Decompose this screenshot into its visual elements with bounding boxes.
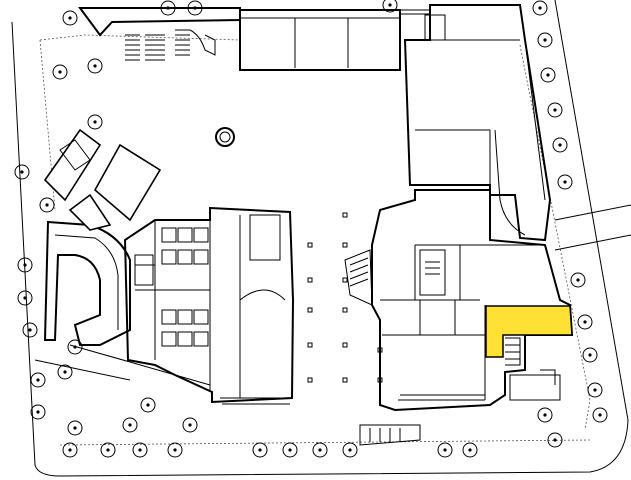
tree-icon — [140, 397, 156, 413]
west-building — [43, 128, 162, 346]
column — [342, 307, 348, 313]
tree-icon — [592, 407, 608, 423]
tree-icon — [537, 407, 553, 423]
tree-icon — [132, 442, 148, 458]
tree-icon — [557, 174, 573, 190]
column — [342, 342, 348, 348]
tree-icon — [167, 442, 183, 458]
tree-icon — [30, 372, 46, 388]
tree-icon — [252, 442, 268, 458]
road-line — [34, 204, 631, 386]
tree-icon — [17, 290, 33, 306]
column — [307, 277, 313, 283]
column — [307, 242, 313, 248]
north-building — [78, 7, 430, 71]
tree-icon — [537, 32, 553, 48]
column — [377, 347, 383, 353]
tree-icon — [547, 102, 563, 118]
tree-icon — [52, 64, 68, 80]
tree-icon — [182, 417, 198, 433]
tree-icon — [342, 442, 358, 458]
tree-icon — [312, 442, 328, 458]
tree-icon — [552, 137, 568, 153]
tree-icon — [577, 314, 593, 330]
tree-icon — [100, 442, 116, 458]
column — [307, 307, 313, 313]
tree-icon — [547, 432, 563, 448]
column — [307, 342, 313, 348]
tree-icon — [67, 339, 83, 355]
column — [342, 212, 348, 218]
tree-icon — [87, 58, 103, 74]
east-building — [403, 4, 552, 242]
stair — [505, 337, 521, 366]
tree-icon — [62, 10, 78, 26]
tree-icon — [87, 114, 103, 130]
highlighted-unit[interactable] — [485, 305, 573, 358]
southeast-building — [344, 189, 574, 446]
tree-icon — [570, 272, 586, 288]
tree-icon — [462, 442, 478, 458]
tree-icon — [67, 420, 83, 436]
tree-icon — [540, 67, 556, 83]
tree-icon — [62, 442, 78, 458]
column — [342, 277, 348, 283]
tree-icon — [187, 0, 203, 16]
tree-icon — [587, 382, 603, 398]
column — [342, 242, 348, 248]
plaza-columns — [307, 212, 383, 383]
central-building — [123, 206, 295, 405]
tree-icon — [282, 442, 298, 458]
tree-icon — [582, 347, 598, 363]
tree-icon — [122, 417, 138, 433]
tree-icon — [22, 322, 38, 338]
tree-icon — [14, 164, 30, 180]
fountain — [215, 127, 235, 147]
column — [307, 377, 313, 383]
tree-icon — [437, 442, 453, 458]
column — [377, 377, 383, 383]
fountain-inner — [219, 131, 231, 143]
column — [342, 377, 348, 383]
inner-boundary — [39, 34, 591, 446]
tree-icon — [160, 0, 176, 16]
tree-icon — [39, 197, 55, 213]
tree-icon — [382, 0, 398, 13]
tree-icon — [532, 0, 548, 16]
trees — [14, 0, 608, 458]
site-boundary — [11, 0, 629, 477]
tree-icon — [57, 364, 73, 380]
tree-icon — [17, 257, 33, 273]
tree-icon — [30, 404, 46, 420]
